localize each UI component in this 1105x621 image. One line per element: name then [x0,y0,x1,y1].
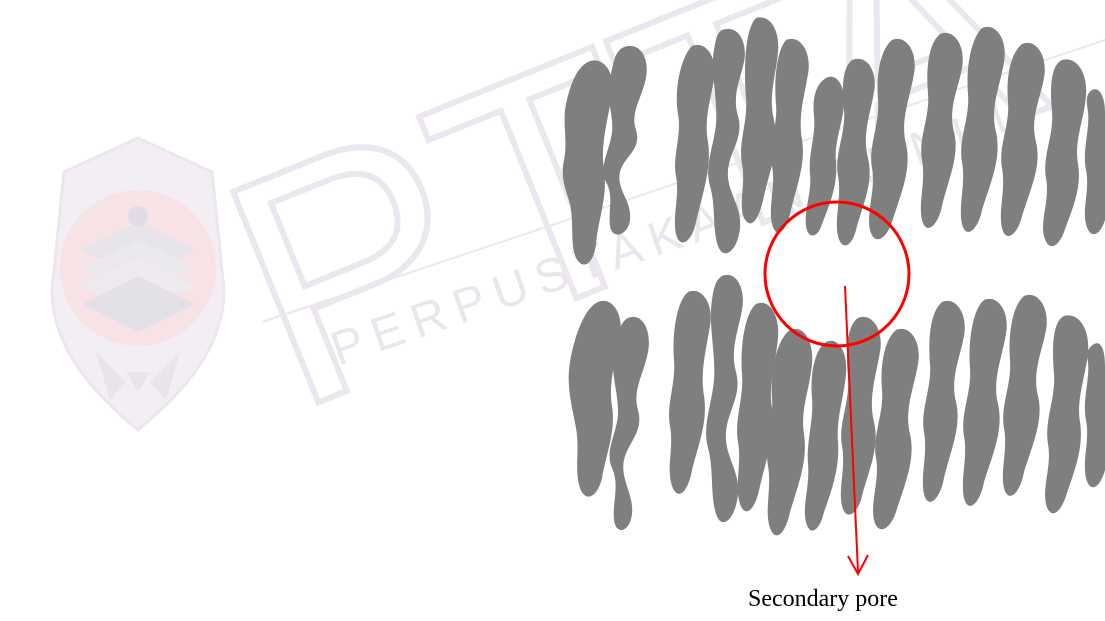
lamella-shape [923,301,965,502]
university-crest-icon [52,138,224,430]
lamella-shape [1045,315,1088,513]
lamella-shape [1085,89,1105,234]
secondary-pore-caption: Secondary pore [748,586,898,613]
lamella-shape [873,329,919,529]
lamella-shape [963,299,1007,506]
lamella-shape [1003,295,1047,496]
lamella-shape [610,317,649,530]
lamella-shape [706,275,743,522]
lamella-shape [1043,59,1086,246]
lamella-shape [1085,343,1105,487]
